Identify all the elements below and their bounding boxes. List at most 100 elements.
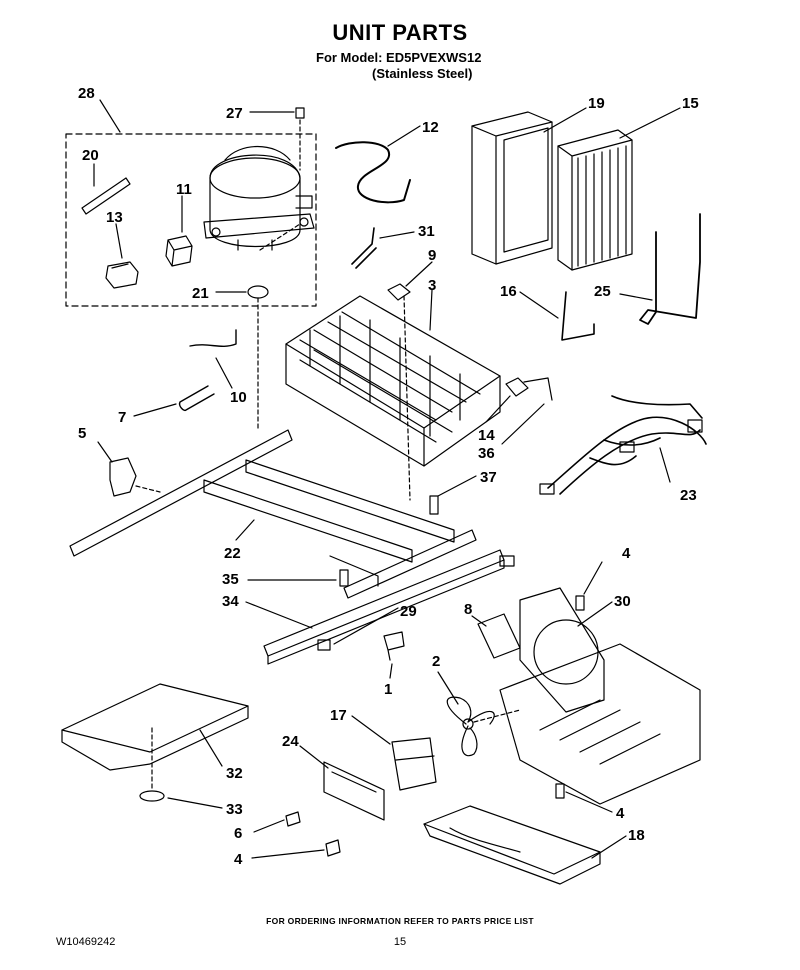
arrow-13	[115, 223, 123, 259]
part-3-drawing	[285, 295, 501, 467]
part-22-drawing	[69, 429, 455, 587]
part-25-drawing	[639, 213, 701, 325]
callout-24: 24	[282, 733, 299, 750]
callout-23: 23	[680, 487, 697, 504]
callout-18: 18	[628, 827, 645, 844]
part-1-drawing	[383, 631, 405, 661]
ordering-note: FOR ORDERING INFORMATION REFER TO PARTS …	[266, 916, 534, 926]
part-9-drawing	[387, 283, 411, 301]
callout-34: 34	[222, 593, 239, 610]
arrow-28	[99, 99, 121, 133]
model-line: For Model: ED5PVEXWS12	[316, 50, 482, 65]
connector-23a	[539, 483, 555, 495]
arrow-16	[519, 291, 559, 319]
leader-5	[135, 485, 161, 493]
callout-17: 17	[330, 707, 347, 724]
arrow-29	[333, 607, 399, 645]
part-19-drawing	[471, 111, 553, 265]
compressor-kit-box	[65, 133, 317, 307]
part-14-drawing	[505, 377, 553, 401]
arrow-25	[619, 293, 653, 301]
callout-11: 11	[176, 181, 192, 198]
part-4-screw-base	[555, 783, 565, 799]
callout-31: 31	[418, 223, 435, 240]
callout-1: 1	[384, 681, 392, 698]
arrow-19	[543, 107, 587, 133]
arrow-4-lower	[251, 849, 325, 859]
bolt-27	[295, 107, 305, 119]
part-21-drawing	[247, 285, 269, 299]
callout-36: 36	[478, 445, 495, 462]
arrow-17	[351, 715, 391, 745]
callout-7: 7	[118, 409, 126, 426]
part-6-drawing	[285, 811, 301, 827]
callout-37: 37	[480, 469, 497, 486]
callout-20: 20	[82, 147, 99, 164]
part-29-screw-b	[317, 639, 331, 651]
part-35-drawing	[339, 569, 349, 587]
part-16-drawing	[561, 291, 595, 341]
callout-25: 25	[594, 283, 611, 300]
callout-3: 3	[428, 277, 436, 294]
arrow-34	[245, 601, 313, 629]
callout-19: 19	[588, 95, 605, 112]
arrow-10	[215, 357, 233, 389]
part-8-drawing	[477, 613, 521, 659]
leader-21-up	[259, 223, 301, 251]
part-2-drawing	[446, 696, 495, 757]
part-11-drawing	[165, 235, 193, 267]
finish-line: (Stainless Steel)	[372, 66, 473, 81]
connector-23b	[687, 419, 703, 433]
part-18-drawing	[423, 805, 601, 885]
part-24-drawing	[323, 761, 385, 821]
callout-35: 35	[222, 571, 239, 588]
callout-13: 13	[106, 209, 123, 226]
part-32-drawing	[61, 683, 249, 771]
part-31-drawing	[351, 227, 377, 269]
callout-16: 16	[500, 283, 517, 300]
leader-arrows	[93, 99, 681, 859]
part-29-screw-a	[499, 555, 515, 567]
callout-32: 32	[226, 765, 243, 782]
part-15-drawing	[557, 129, 633, 271]
arrow-31	[379, 231, 415, 239]
part-4-screw-lower	[325, 839, 341, 857]
arrow-18	[591, 835, 627, 859]
part-34-drawing	[263, 529, 505, 665]
callout-4-base: 4	[616, 805, 625, 822]
callout-10: 10	[230, 389, 247, 406]
part-37-drawing	[429, 495, 439, 515]
arrow-9	[405, 261, 433, 287]
callout-9: 9	[428, 247, 436, 264]
arrow-33	[167, 797, 223, 809]
arrow-7	[133, 403, 177, 417]
callout-33: 33	[226, 801, 243, 818]
leader-9	[403, 295, 411, 501]
arrow-32	[199, 729, 223, 767]
part-17-drawing	[391, 737, 437, 791]
arrow-24	[299, 745, 329, 769]
arrow-15	[619, 107, 681, 139]
page-number: 15	[393, 936, 407, 948]
callout-28: 28	[78, 85, 95, 102]
arrow-5	[97, 441, 113, 463]
callout-labels: 28 27 12 19 15 20 11 13 31 21 9 3 16 25 …	[78, 85, 699, 868]
callout-22: 22	[224, 545, 241, 562]
part-30-drawing	[499, 587, 701, 805]
compressor-drawing	[203, 145, 315, 251]
part-23-drawing	[547, 395, 707, 495]
callout-4-lower: 4	[234, 851, 243, 868]
part-12-drawing	[335, 141, 411, 204]
callout-21: 21	[192, 285, 209, 302]
arrow-12	[387, 125, 421, 147]
callout-30: 30	[614, 593, 631, 610]
arrow-4-upper	[583, 561, 603, 595]
part-20-drawing	[81, 177, 131, 215]
part-4-screw-upper	[575, 595, 585, 611]
leader-2	[473, 709, 521, 723]
callout-4-upper: 4	[622, 545, 631, 562]
part-5-drawing	[109, 457, 137, 497]
arrow-37	[437, 475, 477, 497]
callout-29: 29	[400, 603, 417, 620]
